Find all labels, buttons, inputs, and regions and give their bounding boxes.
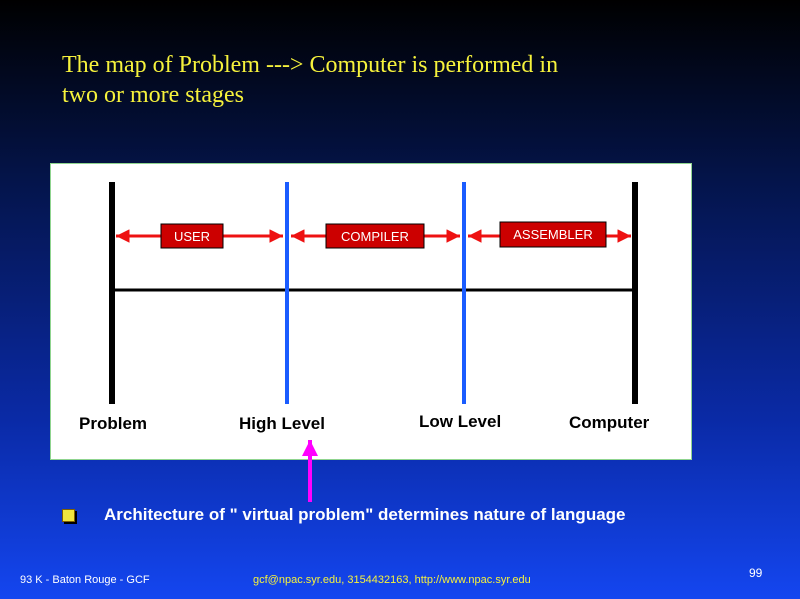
stages-diagram-panel: USER COMPILER ASSEMBLER Problem High Lev… [50, 163, 692, 460]
stage-label-computer: Computer [569, 413, 650, 432]
stage-label-high-level: High Level [239, 414, 325, 433]
assembler-label: ASSEMBLER [513, 227, 592, 242]
slide-title-line-1: The map of Problem ---> Computer is perf… [62, 52, 559, 78]
slide-title-line-2: two or more stages [62, 82, 244, 108]
bullet-text: Architecture of " virtual problem" deter… [104, 505, 626, 524]
compiler-label: COMPILER [341, 229, 409, 244]
stage-label-low-level: Low Level [419, 412, 501, 431]
footer-event: 93 K - Baton Rouge - GCF [20, 574, 150, 586]
user-label-box [160, 223, 224, 249]
slide-title: The map of Problem ---> Computer is perf… [62, 50, 762, 110]
stage-label-problem: Problem [79, 414, 147, 433]
compiler-label-box [325, 223, 425, 249]
stages-diagram: USER COMPILER ASSEMBLER Problem High Lev… [79, 182, 650, 433]
high-level-pointer-arrow [302, 440, 318, 502]
page-number: 99 [749, 566, 763, 580]
bullet-square-icon [62, 509, 75, 522]
user-label: USER [174, 229, 210, 244]
footer-contact: gcf@npac.syr.edu, 3154432163, http://www… [253, 574, 531, 586]
assembler-label-box [499, 221, 607, 248]
